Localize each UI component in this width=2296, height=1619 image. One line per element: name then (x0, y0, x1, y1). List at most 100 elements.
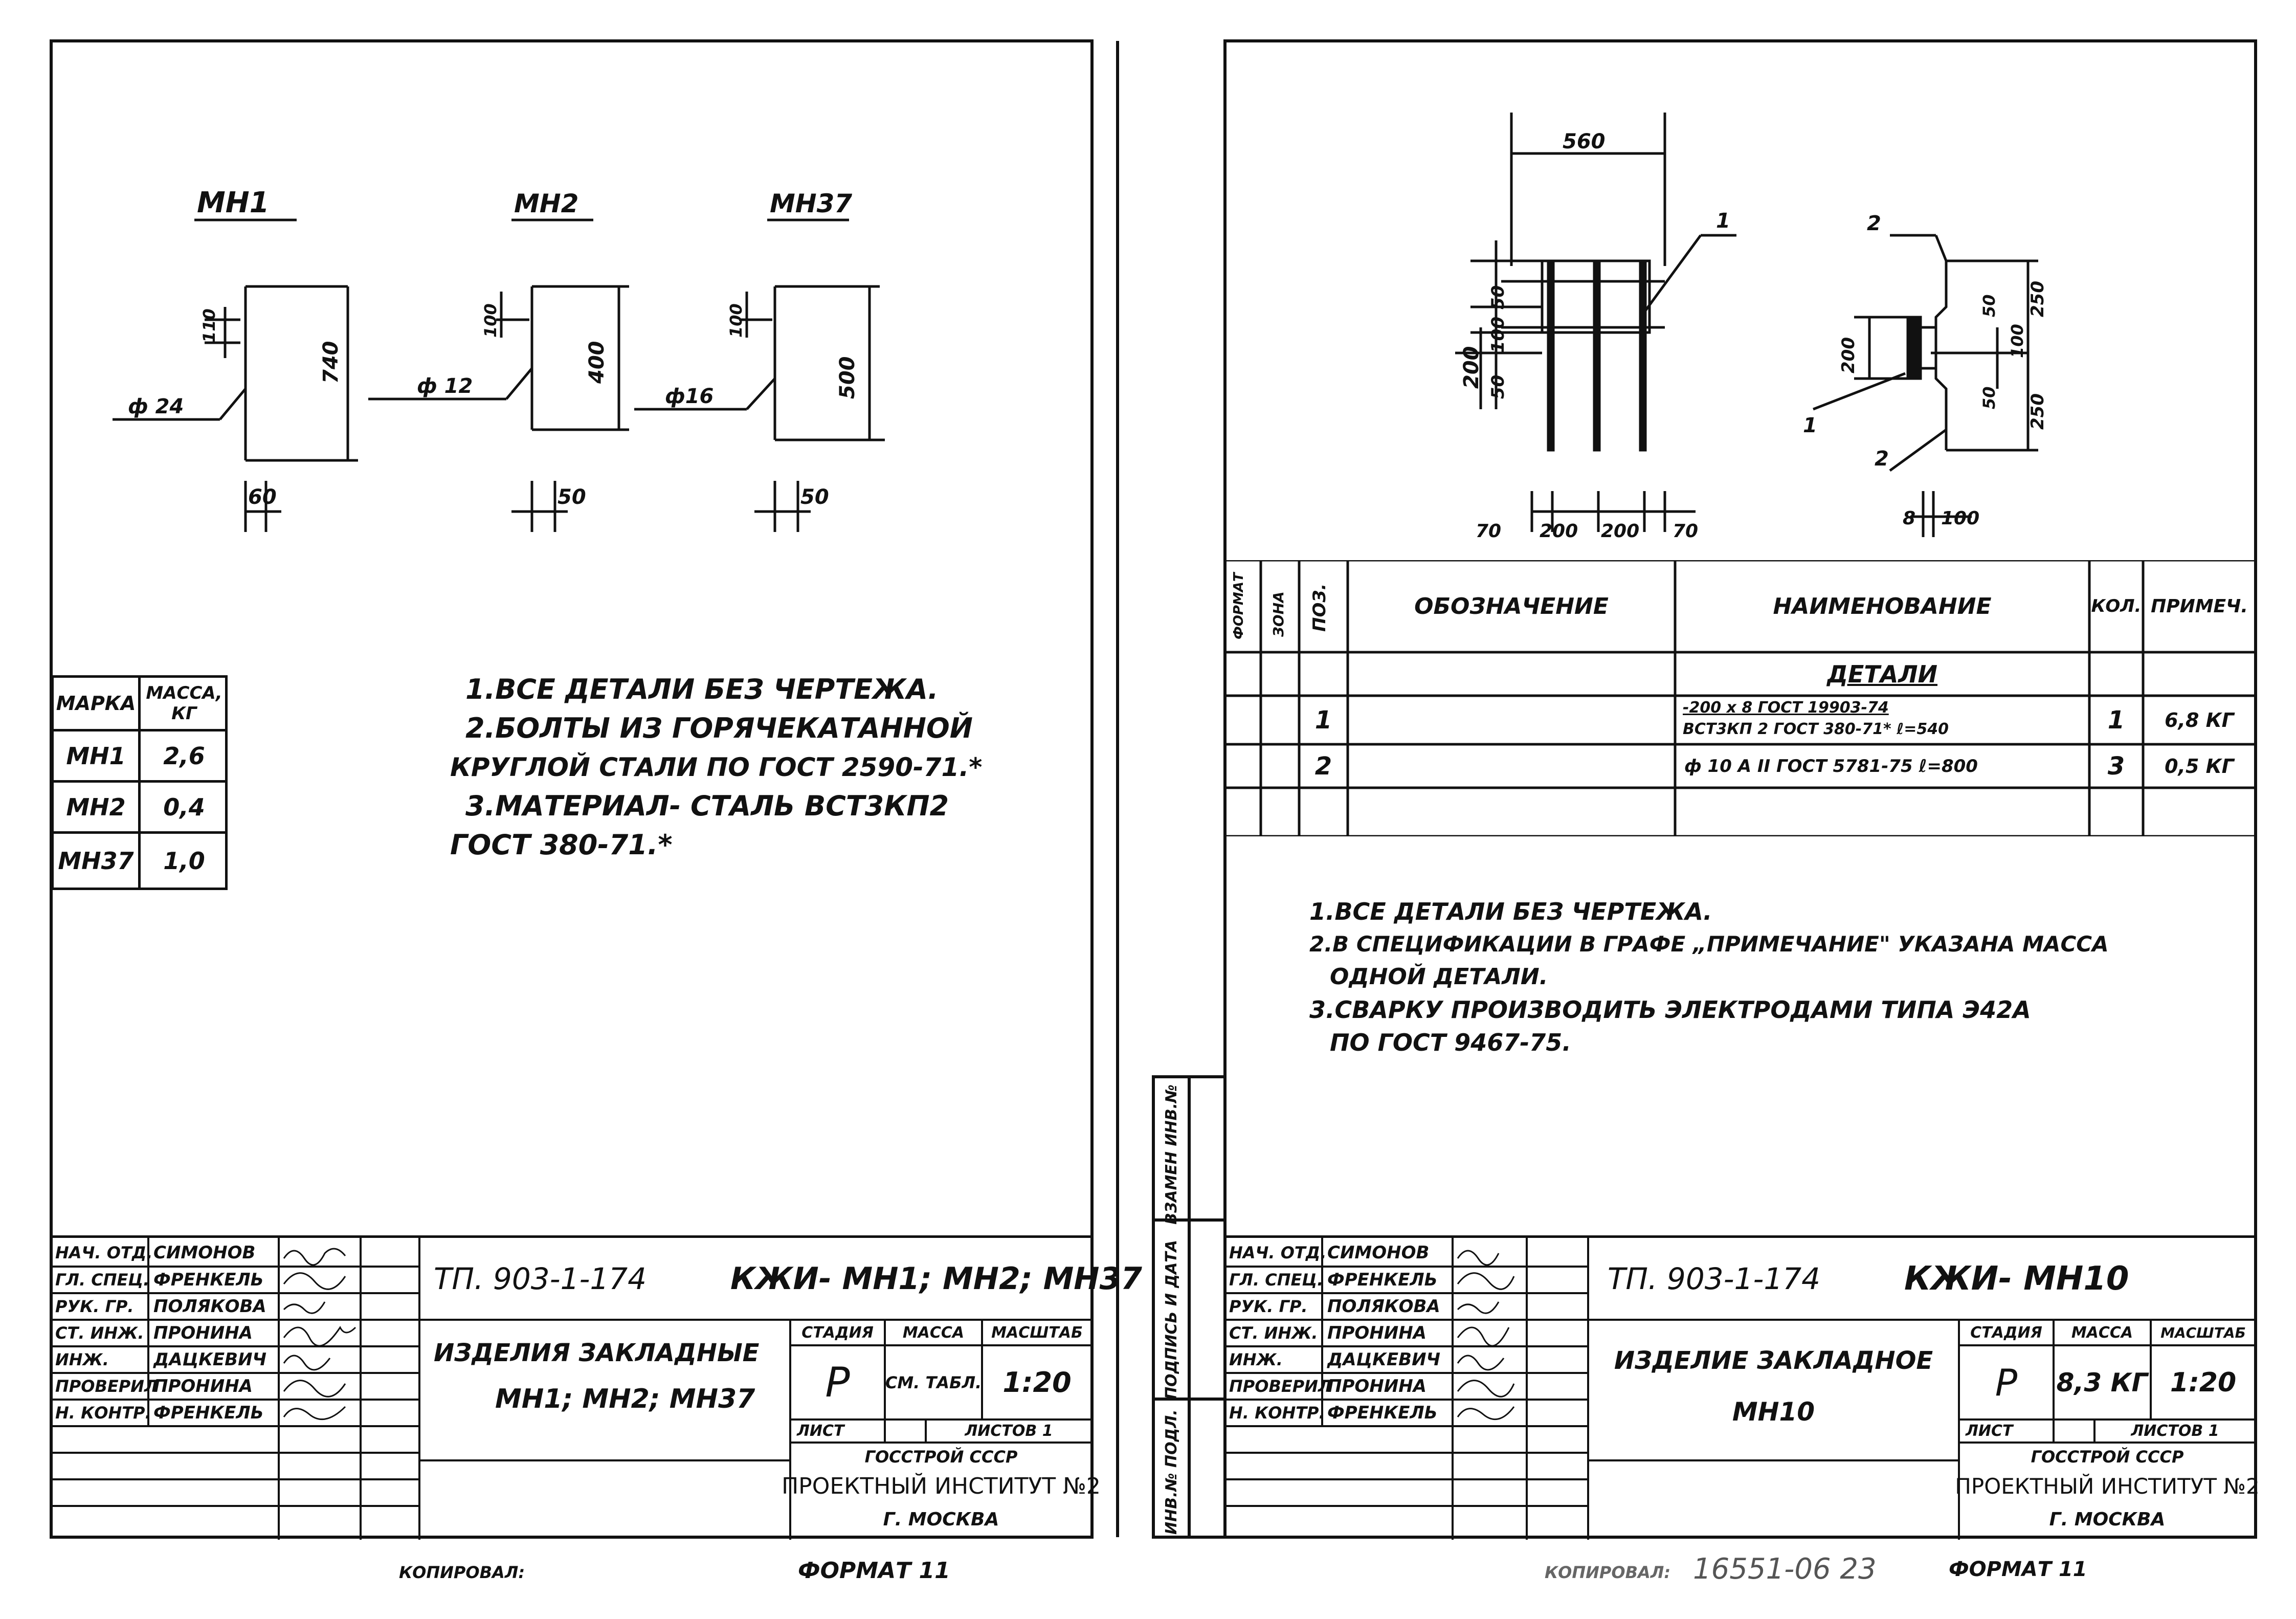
role-label: ИНЖ. (55, 1350, 109, 1369)
stage-label: СТАДИЯ (801, 1323, 874, 1342)
dimension-label: 250 (2027, 393, 2048, 430)
signer-name: ДАЦКЕВИЧ (153, 1349, 266, 1370)
footer-copied-label: КОПИРОВАЛ: (1545, 1563, 1671, 1582)
role-label: Н. КОНТР. (1229, 1403, 1325, 1423)
footer-format: ФОРМАТ 11 (1949, 1558, 2087, 1581)
mass-table-mass: 1,0 (163, 847, 205, 875)
position-label: 2 (1875, 447, 1889, 471)
signer-name: ПОЛЯКОВА (1327, 1296, 1440, 1317)
org-line: ПРОЕКТНЫЙ ИНСТИТУТ №2 (1955, 1473, 2260, 1499)
mass-label: МАССА (2071, 1323, 2133, 1342)
mass-table-mark: МН1 (54, 731, 141, 783)
note-line: 3.МАТЕРИАЛ- СТАЛЬ ВСТ3КП2 (465, 790, 949, 822)
signer-name: ФРЕНКЕЛЬ (1327, 1403, 1438, 1423)
spec-qty: 3 (2107, 751, 2125, 781)
mass-table-mass: 0,4 (141, 783, 228, 834)
anchor-sketches-left: МН1 МН2 МН37 740 110 ф 24 60 400 100 ф 1… (113, 186, 885, 532)
dimension-label: 70 (1476, 521, 1501, 542)
role-label: СТ. ИНЖ. (1229, 1323, 1318, 1343)
org-line: Г. МОСКВА (883, 1509, 999, 1530)
notes-right: 1.ВСЕ ДЕТАЛИ БЕЗ ЧЕРТЕЖА. 2.В СПЕЦИФИКАЦ… (1309, 895, 2230, 1059)
dimension-label: 60 (248, 485, 277, 509)
spec-name: ф 10 А II ГОСТ 5781-75 ℓ=800 (1684, 756, 1978, 777)
org-line: Г. МОСКВА (2049, 1509, 2166, 1530)
spec-name-line: -200 х 8 ГОСТ 19903-74 (1683, 699, 1889, 717)
org-line: ПРОЕКТНЫЙ ИНСТИТУТ №2 (782, 1473, 1101, 1499)
note-line: КРУГЛОЙ СТАЛИ ПО ГОСТ 2590-71.* (450, 752, 983, 782)
org-line: ГОССТРОЙ СССР (2031, 1447, 2184, 1467)
item-marks: МН10 (1732, 1397, 1815, 1427)
signer-name: ДАЦКЕВИЧ (1327, 1349, 1440, 1370)
spec-pos: 1 (1314, 705, 1332, 735)
dimension-label: 8 (1903, 508, 1915, 529)
signer-name: ПРОНИНА (1327, 1323, 1426, 1343)
dimension-label: 110 (199, 308, 219, 343)
drawing-mark: КЖИ- МН1; МН2; МН37 (730, 1261, 1143, 1297)
note-line: 1.ВСЕ ДЕТАЛИ БЕЗ ЧЕРТЕЖА. (1309, 898, 1712, 925)
spec-header-qty: КОЛ. (2091, 596, 2142, 616)
sheet-label: ЛИСТ (797, 1422, 844, 1440)
dimension-label: 200 (1540, 521, 1578, 542)
note-line: ГОСТ 380-71.* (450, 829, 673, 861)
item-marks: МН1; МН2; МН37 (495, 1384, 755, 1414)
diameter-label: ф 24 (128, 395, 184, 418)
diameter-label: ф 12 (417, 374, 473, 398)
role-label: ГЛ. СПЕЦ. (1229, 1270, 1324, 1290)
drawing-mark: КЖИ- МН10 (1904, 1260, 2129, 1298)
dimension-label: 50 (1488, 285, 1508, 309)
spec-header-pos: ПОЗ. (1309, 583, 1330, 632)
dimension-label: 560 (1563, 130, 1606, 153)
item-title: ИЗДЕЛИЯ ЗАКЛАДНЫЕ (434, 1339, 760, 1367)
notes-left: 1.ВСЕ ДЕТАЛИ БЕЗ ЧЕРТЕЖА. 2.БОЛТЫ ИЗ ГОР… (450, 670, 1064, 864)
note-line: 2.В СПЕЦИФИКАЦИИ В ГРАФЕ „ПРИМЕЧАНИЕ" УК… (1309, 932, 2109, 957)
signer-name: СИМОНОВ (153, 1243, 256, 1263)
dimension-label: 50 (800, 485, 829, 509)
note-line: ПО ГОСТ 9467-75. (1330, 1029, 1571, 1056)
stage-value: Р (1995, 1361, 2018, 1404)
sheets-label: ЛИСТОВ 1 (965, 1422, 1053, 1440)
stamp-inv-label: ИНВ.№ ПОДЛ. (1162, 1409, 1180, 1535)
drawing-code: ТП. 903-1-174 (1608, 1261, 1821, 1296)
mass-value: СМ. ТАБЛ. (885, 1372, 982, 1392)
mass-table-header-mass: МАССА, КГ (141, 678, 228, 731)
spec-header-zone: ЗОНА (1270, 591, 1287, 637)
role-label: НАЧ. ОТД. (1229, 1243, 1327, 1262)
dimension-label: 100 (726, 303, 746, 338)
mh10-drawings: 560 1 200 50 100 50 70 200 200 70 2 2 1 … (1455, 113, 2048, 542)
dimension-label: 200 (1838, 337, 1859, 373)
spec-note: 6,8 КГ (2165, 708, 2234, 731)
title-block-grid (51, 1238, 1092, 1540)
signer-name: ФРЕНКЕЛЬ (153, 1403, 264, 1423)
dimension-label: 70 (1673, 521, 1698, 542)
role-label: РУК. ГР. (55, 1297, 134, 1316)
role-label: ПРОВЕРИЛ (55, 1377, 158, 1396)
spec-pos: 2 (1314, 751, 1332, 781)
scale-value: 1:20 (2170, 1367, 2237, 1398)
role-label: ПРОВЕРИЛ (1229, 1377, 1332, 1396)
diameter-label: ф16 (665, 385, 714, 408)
scale-label: МАСШТАБ (991, 1323, 1083, 1342)
dimension-label: 500 (836, 357, 859, 400)
stamp-replace-label: ВЗАМЕН ИНВ.№ (1162, 1084, 1180, 1225)
dimension-label: 740 (319, 341, 343, 384)
dimension-label: 250 (2027, 281, 2048, 317)
spec-header-name: НАИМЕНОВАНИЕ (1773, 593, 1992, 619)
mass-value: 8,3 КГ (2056, 1367, 2148, 1398)
dimension-label: 100 (481, 303, 500, 338)
spec-header-format: ФОРМАТ (1231, 572, 1246, 639)
spec-name-line: ВСТ3КП 2 ГОСТ 380-71* ℓ=540 (1683, 720, 1949, 738)
mass-table: МАРКА МАССА, КГ МН1 2,6 МН2 0,4 МН37 1,0 (51, 675, 228, 890)
note-line: 3.СВАРКУ ПРОИЗВОДИТЬ ЭЛЕКТРОДАМИ ТИПА Э4… (1309, 996, 2031, 1024)
signer-name: ФРЕНКЕЛЬ (153, 1270, 264, 1290)
dimension-label: 50 (1979, 386, 1999, 409)
org-line: ГОССТРОЙ СССР (864, 1447, 1018, 1467)
drawing-code: ТП. 903-1-174 (434, 1261, 647, 1296)
dimension-label: 100 (1488, 317, 1508, 353)
scale-label: МАСШТАБ (2160, 1324, 2246, 1341)
spec-note: 0,5 КГ (2165, 755, 2234, 778)
mass-table-mass: 2,6 (141, 731, 228, 783)
spec-table: ФОРМАТ ЗОНА ПОЗ. ОБОЗНАЧЕНИЕ НАИМЕНОВАНИ… (1225, 560, 2256, 836)
mass-table-mark: МН37 (54, 834, 141, 888)
dimension-label: 50 (558, 485, 586, 509)
stage-label: СТАДИЯ (1970, 1323, 2042, 1342)
